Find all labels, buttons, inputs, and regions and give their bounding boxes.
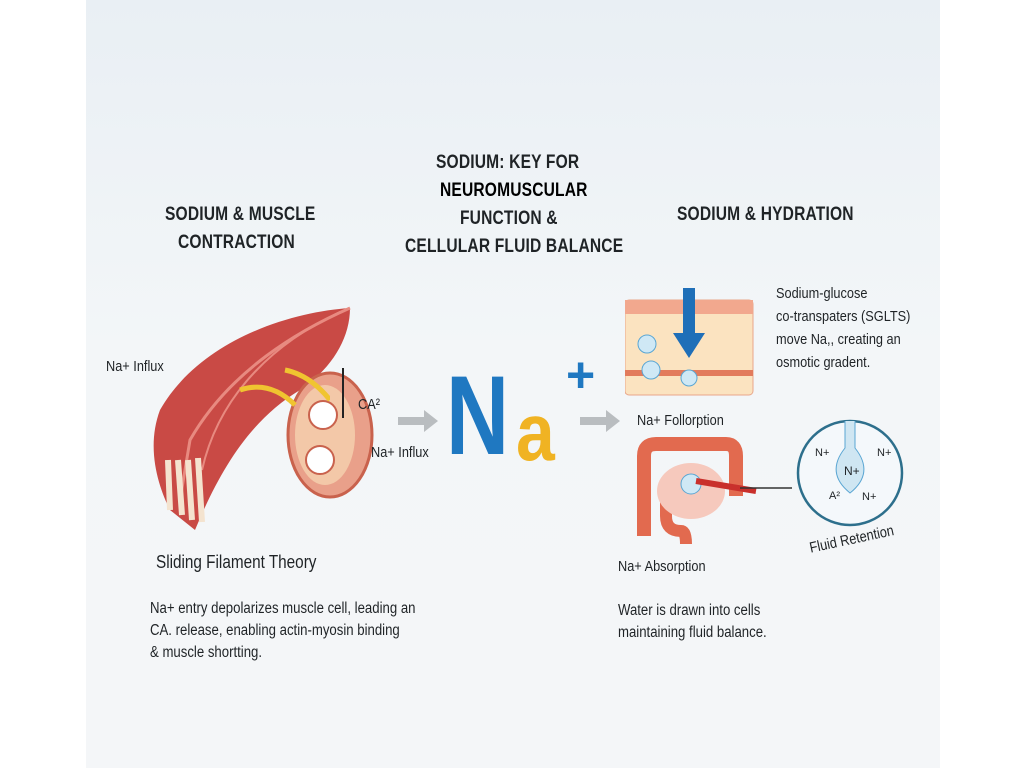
arrow-right-icon bbox=[398, 410, 438, 432]
arrow-right-icon bbox=[580, 410, 620, 432]
label-na-absorption: Na+ Absorption bbox=[618, 558, 706, 575]
na-symbol-n: N bbox=[446, 353, 510, 478]
muscle-illustration bbox=[153, 306, 351, 530]
sglt-line2: co-transpaters (SGLTS) bbox=[776, 308, 911, 325]
right-body: Water is drawn into cells maintaining fl… bbox=[618, 600, 767, 644]
circle-label-3: N+ bbox=[844, 464, 860, 478]
na-symbol-plus: + bbox=[566, 347, 596, 403]
title-line1: SODIUM: KEY FOR bbox=[436, 152, 580, 173]
circle-label-1: N+ bbox=[815, 447, 830, 459]
connector-line bbox=[740, 487, 792, 489]
sglt-text: Sodium-glucose co-transpaters (SGLTS) mo… bbox=[776, 282, 910, 374]
left-body-line2: CA. release, enabling actin-myosin bindi… bbox=[150, 622, 400, 639]
sglt-line1: Sodium-glucose bbox=[776, 285, 868, 302]
title-line3: FUNCTION & bbox=[460, 208, 558, 229]
pointer-line bbox=[342, 368, 344, 418]
sglt-line4: osmotic gradent. bbox=[776, 354, 871, 371]
right-heading: SODIUM & HYDRATION bbox=[677, 204, 854, 225]
label-ca: CA² bbox=[358, 396, 380, 413]
fluid-retention-cell-icon bbox=[796, 419, 904, 527]
right-body-line1: Water is drawn into cells bbox=[618, 602, 761, 619]
title-line2: NEUROMUSCULAR bbox=[440, 180, 588, 201]
left-body-line1: Na+ entry depolarizes muscle cell, leadi… bbox=[150, 600, 416, 617]
title-line4: CELLULAR FLUID BALANCE bbox=[405, 236, 624, 257]
left-subheading: Sliding Filament Theory bbox=[156, 552, 317, 572]
circle-label-4: A² bbox=[829, 490, 840, 502]
sglt-membrane-illustration bbox=[625, 288, 754, 396]
calcium-arrows-icon bbox=[239, 367, 330, 407]
label-na-influx-right: Na+ Influx bbox=[371, 444, 429, 461]
left-body: Na+ entry depolarizes muscle cell, leadi… bbox=[150, 598, 415, 664]
label-na-influx-top: Na+ Influx bbox=[106, 358, 164, 375]
muscle-cross-section bbox=[286, 371, 374, 499]
intestine-illustration bbox=[637, 437, 757, 545]
left-heading-line2: CONTRACTION bbox=[178, 232, 295, 253]
na-symbol-a: a bbox=[516, 387, 555, 478]
left-heading-line1: SODIUM & MUSCLE bbox=[165, 204, 316, 225]
circle-label-2: N+ bbox=[877, 447, 892, 459]
circle-label-5: N+ bbox=[862, 491, 877, 503]
right-body-line2: maintaining fluid balance. bbox=[618, 624, 767, 641]
left-body-line3: & muscle shortting. bbox=[150, 644, 263, 661]
label-na-follorption: Na+ Follorption bbox=[637, 412, 724, 429]
sglt-line3: move Na,, creating an bbox=[776, 331, 901, 348]
